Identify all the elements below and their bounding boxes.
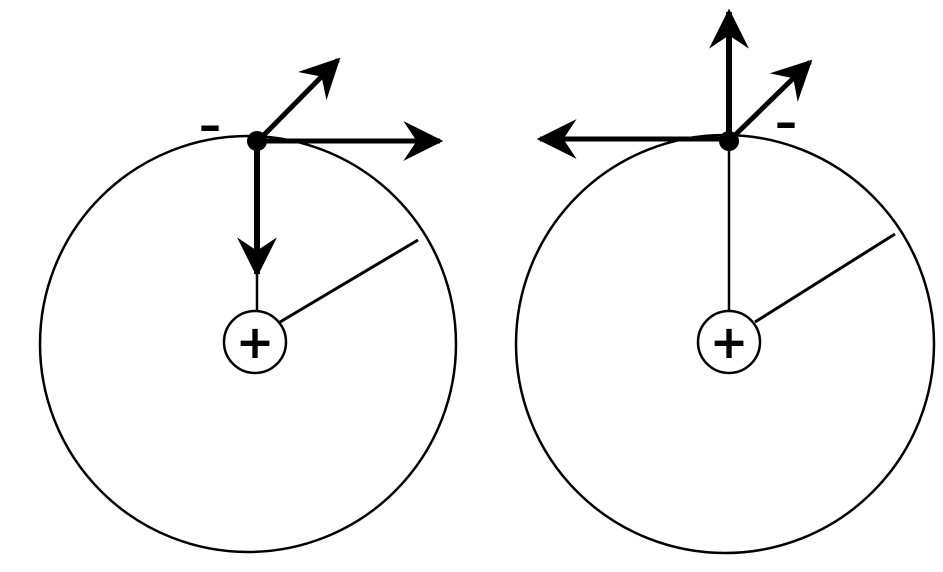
right-nucleus: [696, 309, 762, 375]
left-nucleus: [222, 309, 288, 375]
left-nucleus-sign: +: [236, 315, 275, 369]
right-electron-sign: –: [775, 97, 797, 148]
left-diagonal-arrow: [256, 57, 341, 143]
right-diagonal-arrow: [728, 59, 813, 142]
left-radius-line: [279, 238, 419, 324]
left-atom: + –: [38, 57, 458, 554]
left-electron: [247, 131, 267, 151]
right-atom: + –: [514, 8, 936, 555]
left-electron-sign: –: [199, 100, 221, 151]
right-electron: [719, 131, 739, 151]
right-radius-line: [754, 232, 896, 324]
right-nucleus-sign: +: [710, 315, 749, 369]
left-orbit-circle: [38, 134, 458, 554]
